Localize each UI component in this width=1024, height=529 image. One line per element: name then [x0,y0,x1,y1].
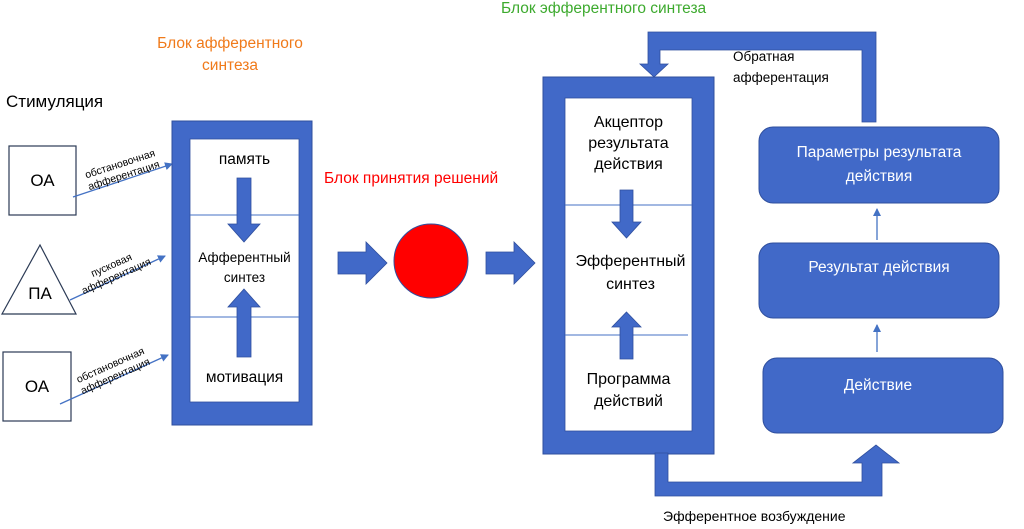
afferent-up-arrow [227,288,261,358]
feedback-label-line2: афферентация [733,70,829,85]
efferent-up-arrow [611,311,642,360]
input-arrow-1 [72,162,173,198]
efferent-middle-line2: синтез [606,276,655,293]
efferent-bottom-line2: действий [594,393,663,410]
params-box-label: Параметры результата действия [759,141,999,189]
params-box [758,126,1000,204]
decision-circle [393,223,469,299]
afferent-block-title-line1: Блок афферентного [157,35,303,52]
efferent-bottom-label: Программа действий [565,369,692,413]
pa-triangle [0,243,77,315]
oa-label-1: ОА [30,171,55,190]
afferent-middle-line1: Афферентный [198,250,291,265]
efferent-excitation-label: Эфферентное возбуждение [663,508,846,524]
oa-square-2 [2,351,72,422]
afferent-block-title-line2: синтеза [202,57,258,74]
feedback-label: Обратная афферентация [733,46,829,88]
efferent-top-label: Акцептор результата действия [565,112,692,175]
afferent-down-arrow [227,177,261,243]
arrow-from-decision [485,241,536,285]
efferent-top-line2: результата [588,135,669,152]
afferent-block-title: Блок афферентного синтеза [130,33,330,77]
afferent-bottom-label: мотивация [205,369,284,386]
pa-label: ПА [28,284,52,303]
arrow-to-decision [337,241,388,285]
afferent-middle-label: Афферентный синтез [188,248,301,288]
result-box-label: Результат действия [808,259,950,276]
action-box [762,357,1004,434]
input-arrow-2 [69,255,166,301]
efferent-block-inner [564,97,693,432]
efferent-middle-label: Эфферентный синтез [563,250,698,296]
input-arrow-3 [59,354,169,405]
feedback-connector [638,31,877,123]
efferent-down-arrow [611,189,642,239]
efferent-block-title: Блок эфферентного синтеза [501,0,707,17]
efferent-top-line1: Акцептор [593,114,664,131]
decision-block-title: Блок принятия решений [324,170,499,187]
efferent-bottom-line1: Программа [586,371,671,388]
afferent-middle-line2: синтез [223,270,266,285]
params-line1: Параметры результата [796,144,962,161]
stimulation-title: Стимуляция [6,92,104,111]
efferent-excitation-connector [654,444,901,497]
result-box [758,242,1000,319]
action-box-label: Действие [843,377,913,394]
afferent-top-label: память [218,151,271,168]
efferent-middle-line1: Эфферентный [575,253,686,270]
params-line2: действия [845,168,913,185]
efferent-top-line3: действия [594,156,663,173]
oa-label-2: ОА [24,377,50,396]
oa-square-1 [8,145,77,216]
feedback-label-line1: Обратная [733,49,795,64]
